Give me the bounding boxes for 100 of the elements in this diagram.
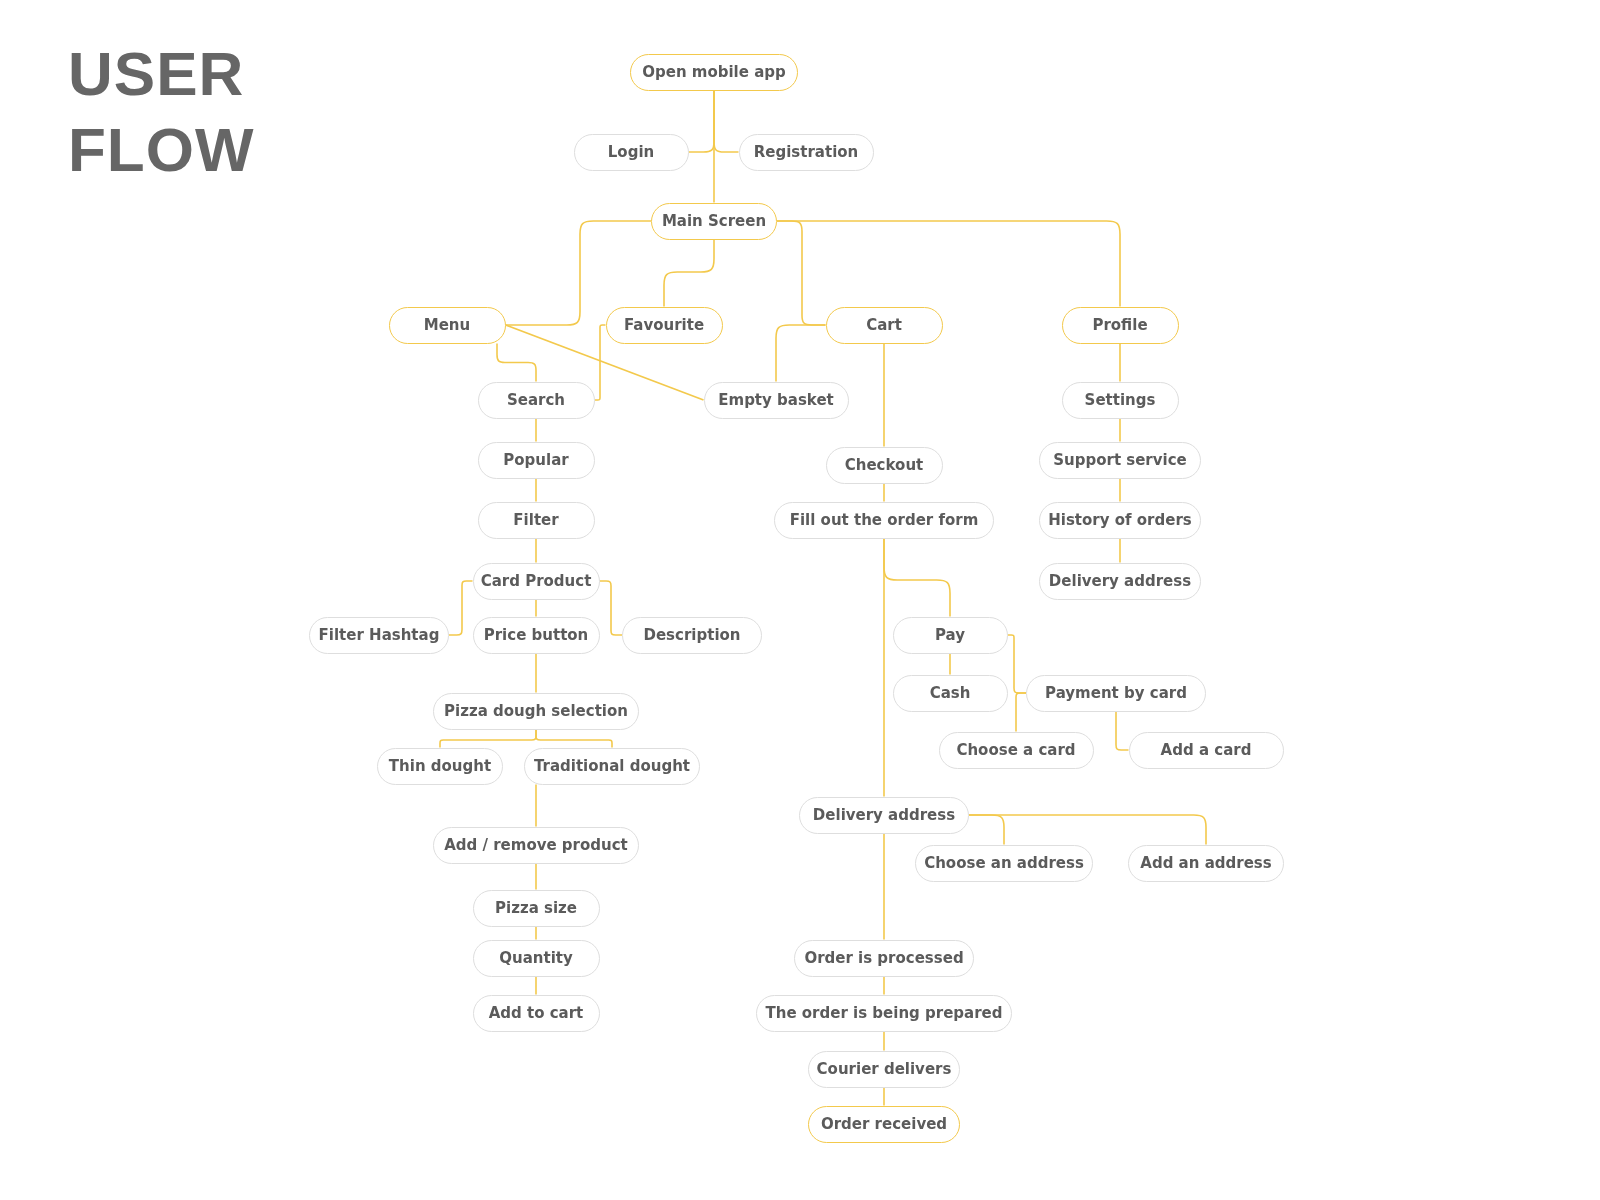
step-pill [477,381,595,419]
step-label: Traditional dought [533,757,691,775]
step-label: Filter [513,511,559,529]
connector-line [1119,342,1121,383]
connector-line [968,814,1207,846]
step-label: Courier delivers [816,1060,952,1078]
step-label: Registration [753,143,859,161]
step-label: Pay [935,626,965,644]
step-label: The order is being prepared [765,1004,1003,1022]
step-pill [1039,441,1201,479]
connector-line [663,238,715,308]
step-pill [433,692,639,730]
step-label: Favourite [623,316,705,334]
title: USER FLOW [68,38,256,186]
step-pill [477,501,595,539]
step-pill [1026,674,1206,712]
step-pill [892,674,1008,712]
step-label: Popular [503,451,569,469]
step-pill [605,306,723,344]
step-pill [573,133,689,171]
step-label: Choose a card [956,741,1076,759]
connector-line [504,220,652,326]
step-pill [808,1105,960,1143]
step-pill [1061,306,1179,344]
step-label: Checkout [844,456,924,474]
step-label: Thin dought [388,757,492,775]
step-pill [794,939,974,977]
step-label: Payment by card [1045,684,1187,702]
step-label: Login [607,143,655,161]
step-pill [477,441,595,479]
step-pill [756,994,1012,1032]
connector-line [1119,477,1121,503]
step-pill [703,381,849,419]
step-label: Support service [1053,451,1187,469]
step-pill [651,202,777,240]
step-pill [799,796,969,834]
step-pill [738,133,874,171]
step-label: Delivery address [1048,572,1192,590]
step-pill [377,747,503,785]
step-pill [1039,501,1201,539]
step-pill [1039,562,1201,600]
step-label: Cart [866,316,902,334]
step-pill [524,747,700,785]
step-pill [433,826,639,864]
step-pill [472,889,600,927]
connector-line [883,975,885,996]
step-label: Add to cart [488,1004,584,1022]
step-pill [825,306,943,344]
step-pill [472,994,600,1032]
step-label: Quantity [499,949,573,967]
step-label: Pizza size [495,899,577,917]
step-pill [774,501,994,539]
step-label: Search [506,391,566,409]
step-pill [1128,844,1284,882]
connector-line [535,652,537,694]
step-label: Add an address [1140,854,1272,872]
step-label: Open mobile app [642,63,786,81]
connector-line [504,324,705,401]
step-label: Settings [1084,391,1156,409]
connector-line [883,1030,885,1052]
connector-line [775,324,827,383]
step-pill [309,616,449,654]
connector-line [883,482,885,503]
connector-line [593,324,607,401]
connector-line [535,862,537,891]
step-pill [938,731,1094,769]
step-pill [1128,731,1284,769]
step-pill [630,53,798,91]
step-pill [892,616,1008,654]
connector-line [535,783,537,828]
step-label: Pizza dough selection [444,702,628,720]
step-label: Card Product [480,572,592,590]
step-pill [808,1050,960,1088]
step-label: Add a card [1160,741,1252,759]
step-label: Fill out the order form [789,511,979,529]
connector-line [535,537,537,564]
step-label: Empty basket [718,391,834,409]
step-pill [1061,381,1179,419]
connector-line [535,417,537,443]
step-label: Description [643,626,741,644]
step-pill [915,844,1093,882]
connector-line [883,537,885,798]
connector-line [448,580,474,636]
connector-line [883,832,885,941]
step-label: Delivery address [812,806,956,824]
step-pill [472,939,600,977]
step-label: History of orders [1048,511,1192,529]
step-label: Order is processed [804,949,964,967]
connector-line [535,477,537,503]
connector-line [1015,692,1027,733]
connector-line [1115,710,1130,751]
step-pill [825,446,943,484]
step-label: Order received [820,1115,948,1133]
step-label: Menu [423,316,471,334]
step-pill [472,616,600,654]
step-label: Price button [483,626,589,644]
connector-line [535,598,537,618]
step-label: Add / remove product [444,836,628,854]
connector-line [535,925,537,941]
step-label: Choose an address [924,854,1084,872]
